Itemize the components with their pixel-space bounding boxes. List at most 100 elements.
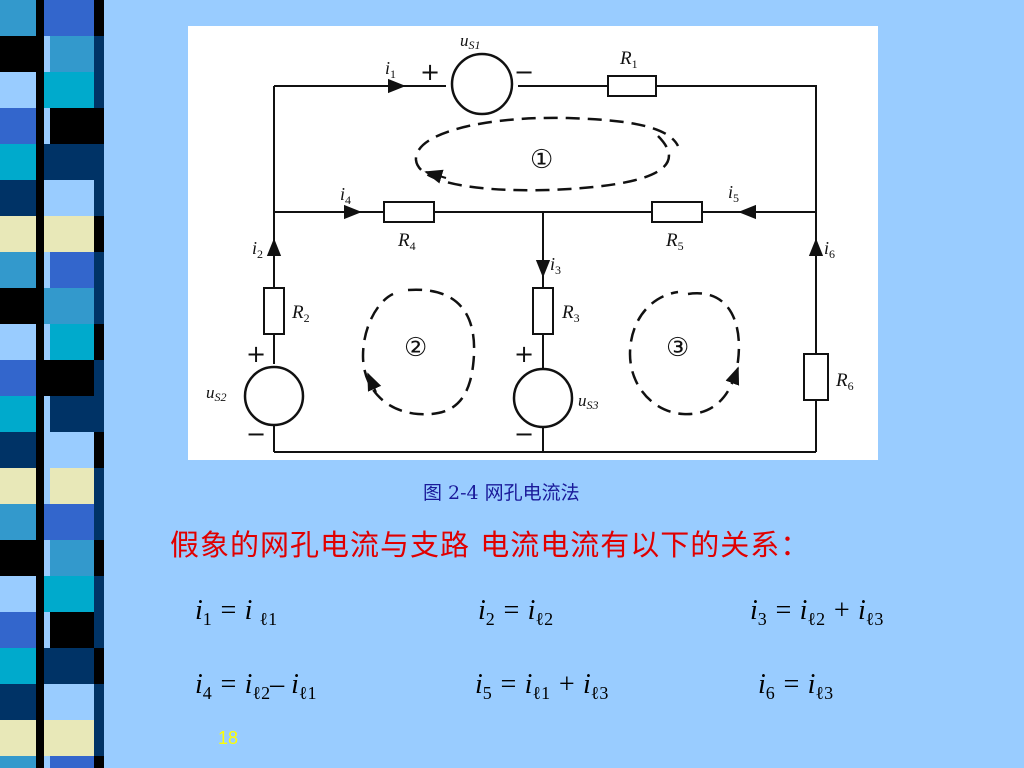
label-r1: R1	[619, 48, 638, 71]
label-i5: i5	[728, 182, 739, 205]
stripe-divider	[36, 216, 44, 252]
label-r6: R6	[835, 370, 854, 393]
figure-caption: 图 2-4 网孔电流法	[423, 482, 580, 504]
stripe-mid	[44, 648, 94, 684]
stripe-mid	[50, 612, 94, 648]
label-us1-minus: −	[514, 58, 534, 86]
label-us2-plus: +	[246, 340, 266, 368]
stripe-left	[0, 360, 36, 396]
stripe-mid	[44, 432, 94, 468]
stripe-right	[94, 0, 104, 36]
stripe-divider	[36, 288, 44, 324]
voltage-source-us2	[243, 365, 305, 427]
stripe-left	[0, 648, 36, 684]
stripe-mid	[44, 504, 94, 540]
resistor-r6	[803, 353, 829, 401]
stripe-right	[94, 468, 104, 504]
stripe-right	[94, 108, 104, 144]
label-us1: uS1	[460, 31, 481, 52]
wire-top-right	[656, 85, 817, 212]
equation-i1: i1 = i ℓ1	[195, 595, 278, 629]
stripe-right	[94, 72, 104, 108]
voltage-source-us3	[512, 367, 574, 429]
stripe-right	[94, 324, 104, 360]
stripe-divider	[36, 720, 44, 756]
stripe-right	[94, 684, 104, 720]
resistor-r2	[263, 287, 285, 335]
mesh-loop-2	[361, 288, 476, 416]
resistor-r4	[383, 201, 435, 223]
equation-i4: i4 = iℓ2– iℓ1	[195, 669, 317, 703]
mesh-arrow-3	[725, 366, 740, 386]
stripe-divider	[36, 144, 44, 180]
stripe-left	[0, 720, 36, 756]
mesh-arrows	[367, 169, 740, 393]
stripe-mid	[44, 144, 94, 180]
stripe-left	[0, 72, 36, 108]
stripe-mid	[44, 72, 94, 108]
stripe-left	[0, 576, 36, 612]
stripe-left	[0, 396, 36, 432]
stripe-left	[0, 468, 36, 504]
stripe-left	[0, 324, 36, 360]
stripe-left	[0, 108, 36, 144]
label-us2: uS2	[206, 383, 227, 404]
stripe-mid	[50, 180, 94, 216]
equation-i5: i5 = iℓ1 + iℓ3	[475, 669, 609, 703]
stripe-mid	[44, 288, 94, 324]
label-i6: i6	[824, 238, 835, 261]
stripe-left	[0, 0, 36, 36]
resistor-r5	[651, 201, 703, 223]
voltage-source-us1	[450, 52, 514, 116]
label-r2: R2	[291, 302, 310, 325]
stripe-mid	[50, 396, 94, 432]
stripe-left	[0, 540, 36, 576]
stripe-mid	[50, 36, 94, 72]
stripe-divider	[36, 72, 44, 108]
stripe-mid	[50, 684, 94, 720]
label-us3-minus: −	[514, 420, 534, 448]
label-i4: i4	[340, 184, 351, 207]
label-us3-plus: +	[514, 340, 534, 368]
label-mesh-3: ③	[666, 333, 689, 363]
stripe-right	[94, 432, 104, 468]
page-number: 18	[218, 728, 239, 748]
mesh-loop-1	[414, 116, 680, 192]
equation-i3: i3 = iℓ2 + iℓ3	[750, 595, 884, 629]
label-us3: uS3	[578, 391, 599, 412]
stripe-mid	[50, 468, 94, 504]
decorative-side-strip	[0, 0, 125, 768]
stripe-left	[0, 252, 36, 288]
stripe-group	[0, 0, 104, 768]
stripe-mid	[50, 108, 94, 144]
mesh-arrow-2	[367, 372, 382, 393]
stripe-divider	[36, 324, 44, 360]
stripe-mid	[50, 324, 94, 360]
relation-statement: 假象的网孔电流与支路 电流电流有以下的关系：	[170, 528, 811, 562]
stripe-right	[94, 540, 104, 576]
stripe-divider	[36, 612, 44, 648]
stripe-right	[94, 360, 104, 396]
stripe-left	[0, 144, 36, 180]
label-us2-minus: −	[246, 420, 266, 448]
stripe-right	[94, 144, 104, 180]
stripe-divider	[36, 360, 44, 396]
stripe-left	[0, 180, 36, 216]
stripe-divider	[36, 396, 44, 432]
stripe-left	[0, 504, 36, 540]
equation-i2: i2 = iℓ2	[478, 595, 554, 629]
stripe-right	[94, 180, 104, 216]
stripe-right	[94, 612, 104, 648]
stripe-right	[94, 756, 104, 768]
stripe-divider	[36, 576, 44, 612]
stripe-mid	[50, 540, 94, 576]
label-r4: R4	[397, 230, 416, 253]
label-mesh-2: ②	[404, 333, 427, 363]
stripe-mid	[44, 216, 94, 252]
stripe-mid	[50, 252, 94, 288]
stripe-right	[94, 252, 104, 288]
stripe-right	[94, 576, 104, 612]
stripe-divider	[36, 684, 44, 720]
resistor-r3	[532, 287, 554, 335]
label-r3: R3	[561, 302, 580, 325]
